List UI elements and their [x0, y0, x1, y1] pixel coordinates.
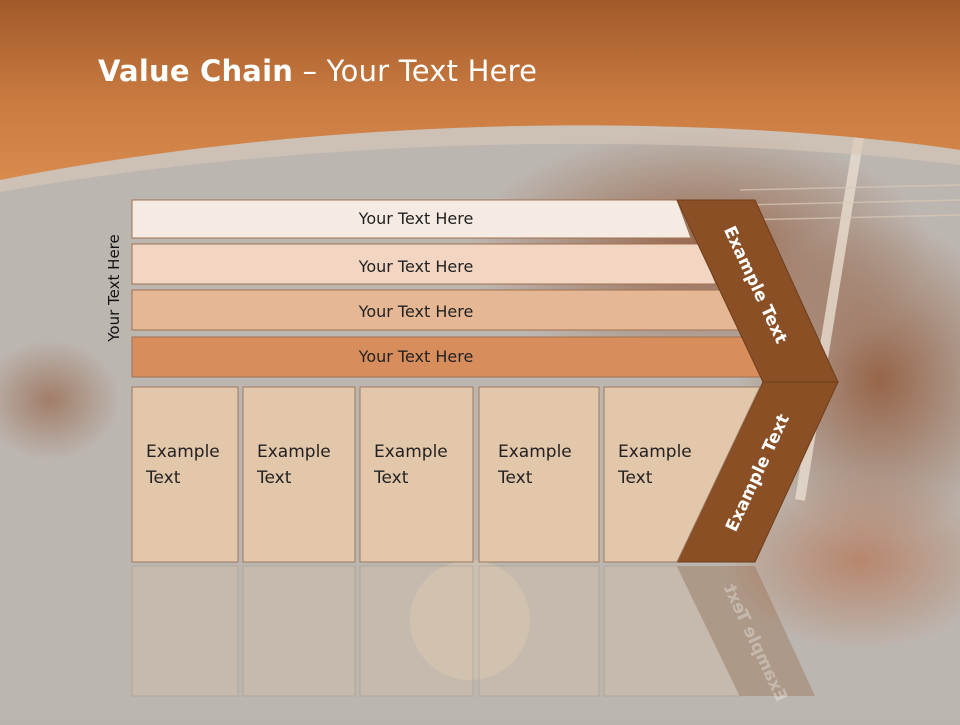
row-label-1: Your Text Here [358, 209, 474, 228]
value-box-1[interactable] [131, 386, 239, 563]
value-box-1-label-wrap: Example Text [132, 387, 238, 562]
row-label-2: Your Text Here [358, 257, 474, 276]
value-box-4-label: Example Text [498, 442, 572, 488]
row-bar-1[interactable] [131, 199, 692, 239]
value-box-3[interactable] [359, 386, 474, 563]
value-box-3-label: Example Text [374, 442, 448, 488]
value-box-5-label: Example Text [618, 442, 692, 488]
row-label-3: Your Text Here [358, 302, 474, 321]
value-box-4[interactable] [478, 386, 600, 563]
value-box-1-label: Example Text [146, 442, 220, 488]
value-box-2-reflection: Example Text [243, 564, 355, 694]
value-box-3-label-wrap: Example Text [360, 387, 473, 562]
value-box-3-reflection: Example Text [360, 564, 473, 694]
boxes-reflection [131, 565, 815, 697]
value-box-2-label: Example Text [257, 442, 331, 488]
value-box-2[interactable] [242, 386, 356, 563]
value-box-4-reflection: Example Text [484, 564, 599, 694]
row-label-4: Your Text Here [358, 347, 474, 366]
value-box-1-reflection: Example Text [132, 564, 238, 694]
title-bold: Value Chain [98, 54, 294, 88]
slide-title: Value Chain – Your Text Here [98, 54, 537, 88]
value-box-2-label-wrap: Example Text [243, 387, 355, 562]
value-box-5[interactable] [603, 386, 761, 563]
value-box-5-label-wrap: Example Text [604, 387, 704, 562]
value-box-4-label-wrap: Example Text [484, 387, 599, 562]
value-box-5-reflection: Example Text [604, 564, 704, 694]
title-rest: – Your Text Here [293, 54, 538, 88]
row-bar-2[interactable] [131, 243, 717, 285]
